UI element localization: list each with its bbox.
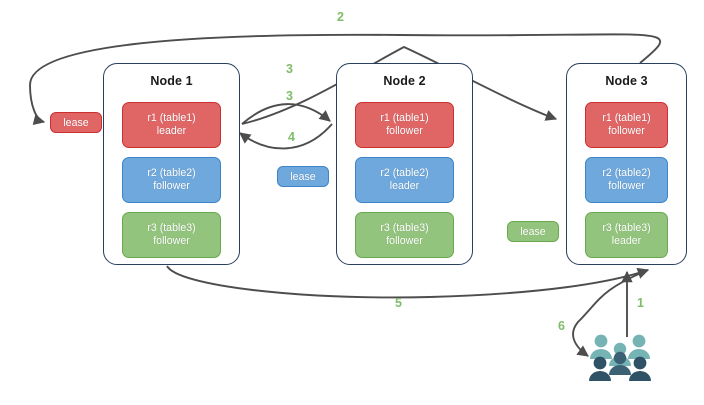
replica-role: leader	[156, 125, 187, 137]
replica-r2[interactable]: r2 (table2) leader	[355, 157, 454, 203]
replica-r1[interactable]: r1 (table1) leader	[122, 102, 221, 148]
replica-name: r2 (table2)	[147, 166, 196, 179]
node-title: Node 3	[605, 74, 648, 88]
replica-r3[interactable]: r3 (table3) follower	[122, 212, 221, 258]
step-label-1: 1	[637, 296, 644, 310]
replica-name: r3 (table3)	[380, 221, 429, 234]
step-label-6: 6	[558, 319, 565, 333]
replica-name: r1 (table1)	[602, 111, 651, 124]
replica-role: leader	[611, 235, 642, 247]
replica-name: r3 (table3)	[147, 221, 196, 234]
edge-4-node2-to-node1	[239, 123, 333, 150]
replica-name: r2 (table2)	[380, 166, 429, 179]
replica-role: follower	[153, 180, 190, 192]
edge-5-node1-to-node3	[166, 265, 650, 299]
replica-role: follower	[608, 180, 645, 192]
replica-role: follower	[608, 125, 645, 137]
lease-badge-r3[interactable]: lease	[507, 221, 559, 242]
step-label-4: 4	[288, 130, 295, 144]
replica-r1[interactable]: r1 (table1) follower	[585, 102, 668, 148]
replica-role: follower	[153, 235, 190, 247]
replica-r2[interactable]: r2 (table2) follower	[122, 157, 221, 203]
replica-r3[interactable]: r3 (table3) leader	[585, 212, 668, 258]
node-card-1[interactable]: Node 1 r1 (table1) leader r2 (table2) fo…	[103, 63, 240, 265]
replica-role: leader	[389, 180, 420, 192]
users-icon	[589, 334, 651, 381]
replica-name: r1 (table1)	[147, 111, 196, 124]
node-title: Node 2	[383, 74, 426, 88]
step-label-3b: 3	[286, 89, 293, 103]
replica-r2[interactable]: r2 (table2) follower	[585, 157, 668, 203]
edge-3-node1-to-node2	[241, 103, 331, 125]
replica-r1[interactable]: r1 (table1) follower	[355, 102, 454, 148]
node-card-3[interactable]: Node 3 r1 (table1) follower r2 (table2) …	[566, 63, 687, 265]
replica-role: follower	[386, 235, 423, 247]
replica-role: follower	[386, 125, 423, 137]
node-card-2[interactable]: Node 2 r1 (table1) follower r2 (table2) …	[336, 63, 473, 265]
replica-name: r1 (table1)	[380, 111, 429, 124]
replica-r3[interactable]: r3 (table3) follower	[355, 212, 454, 258]
replica-name: r3 (table3)	[602, 221, 651, 234]
node-title: Node 1	[150, 74, 193, 88]
lease-badge-r2[interactable]: lease	[277, 166, 329, 187]
step-label-2: 2	[337, 10, 344, 24]
step-label-3a: 3	[286, 62, 293, 76]
lease-badge-r1[interactable]: lease	[50, 112, 102, 133]
replica-name: r2 (table2)	[602, 166, 651, 179]
step-label-5: 5	[395, 296, 402, 310]
